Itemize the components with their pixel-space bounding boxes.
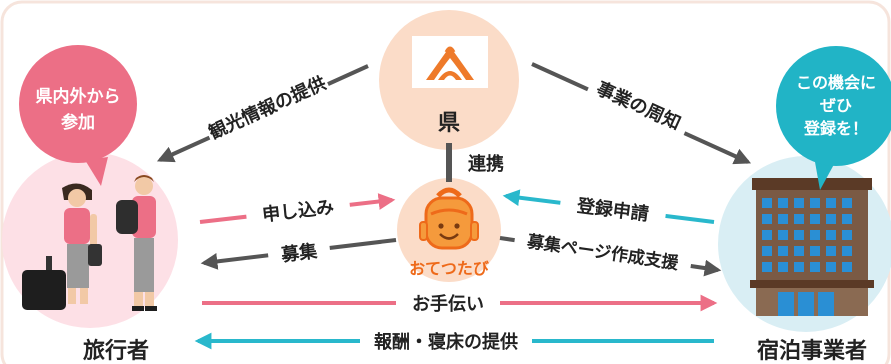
otetsutabi-label: おてつたび — [409, 259, 490, 278]
travelers-icon — [22, 175, 157, 311]
traveler-bubble-line2: 参加 — [61, 112, 95, 133]
prefecture-label: 県 — [438, 111, 460, 136]
traveler-label: 旅行者 — [83, 338, 149, 364]
lodging-node: 宿泊事業者 — [718, 156, 891, 364]
label-help: お手伝い — [412, 293, 484, 315]
backpack-icon — [419, 187, 479, 250]
traveler-bubble-line1: 県内外から — [36, 86, 121, 107]
lodging-bubble-line3: 登録を！ — [803, 119, 868, 138]
traveler-bubble: 県内外から 参加 — [19, 45, 137, 186]
prefecture-emblem-icon — [412, 36, 488, 88]
lodging-bubble-line2: ぜひ — [820, 96, 852, 115]
traveler-node: 旅行者 — [2, 152, 178, 364]
lodging-bubble: この機会に ぜひ 登録を！ — [776, 46, 891, 190]
label-reward: 報酬・寝床の提供 — [374, 331, 518, 353]
lodging-bubble-line1: この機会に — [796, 73, 876, 92]
lodging-label: 宿泊事業者 — [757, 338, 867, 364]
hotel-building-icon — [750, 178, 874, 316]
label-recruitment: 募集 — [279, 240, 319, 266]
prefecture-node: 県 — [379, 10, 519, 150]
label-cooperation: 連携 — [468, 153, 504, 175]
otetsutabi-node: おてつたび — [397, 178, 501, 282]
